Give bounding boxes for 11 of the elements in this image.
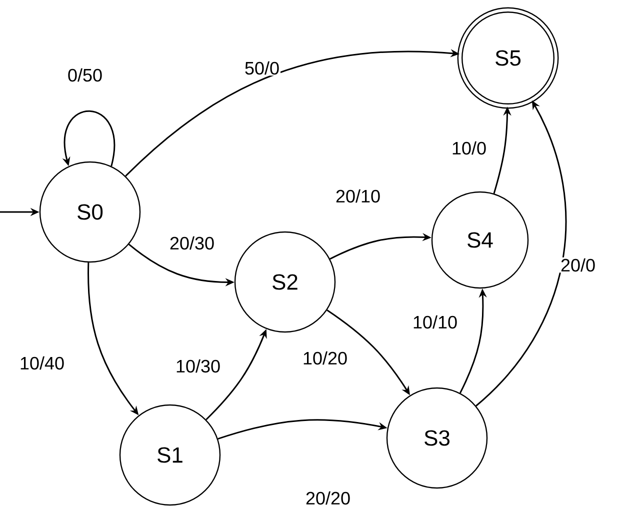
edge-label: 20/10 xyxy=(334,188,382,204)
edge-label: 20/20 xyxy=(304,490,352,506)
edge-label: 10/40 xyxy=(18,355,66,371)
edge-label: 0/50 xyxy=(66,67,104,83)
edge-label: 20/0 xyxy=(559,257,597,273)
edge-label: 20/30 xyxy=(168,235,216,251)
edge-label: 10/30 xyxy=(174,358,222,374)
edge-label: 50/0 xyxy=(243,60,281,76)
edge-label: 10/20 xyxy=(301,350,349,366)
edge-label: 10/10 xyxy=(411,314,459,330)
edge-label: 10/0 xyxy=(450,140,488,156)
